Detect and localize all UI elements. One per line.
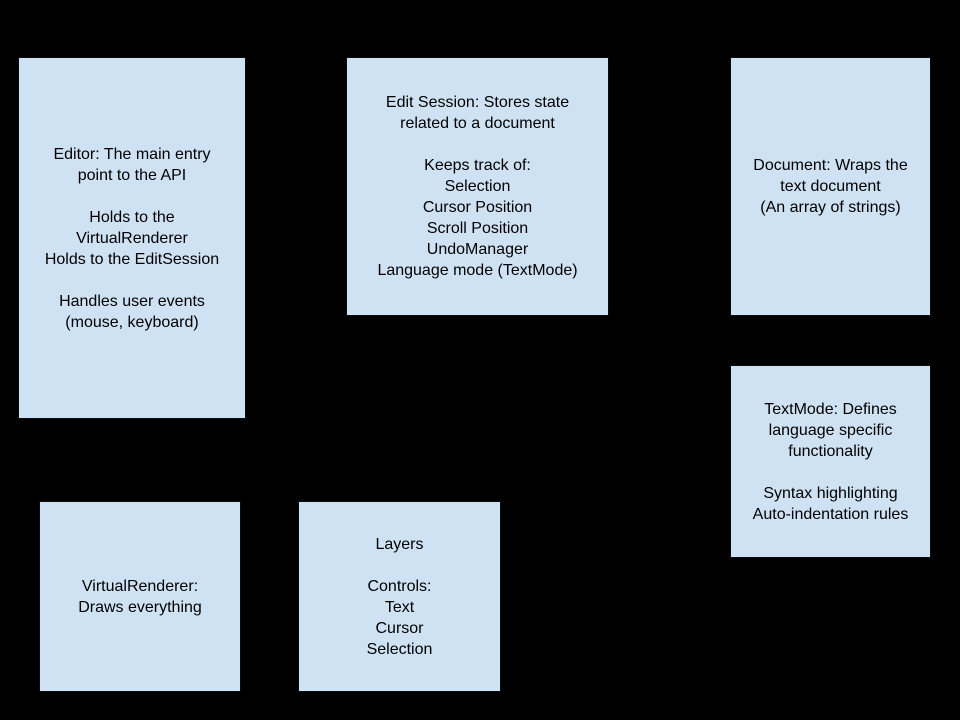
layers-node: Layers Controls: Text Cursor Selection: [298, 501, 501, 692]
document-node: Document: Wraps the text document (An ar…: [730, 57, 931, 316]
edit-session-node: Edit Session: Stores state related to a …: [346, 57, 609, 316]
edit-session-node-text: Edit Session: Stores state related to a …: [377, 94, 578, 279]
virtual-renderer-node-text: VirtualRenderer: Draws everything: [78, 577, 202, 616]
editor-node-text: Editor: The main entry point to the API …: [44, 145, 220, 331]
editor-node: Editor: The main entry point to the API …: [18, 57, 246, 419]
textmode-node: TextMode: Defines language specific func…: [730, 365, 931, 558]
textmode-node-text: TextMode: Defines language specific func…: [752, 400, 909, 523]
layers-node-text: Layers Controls: Text Cursor Selection: [366, 535, 433, 658]
document-node-text: Document: Wraps the text document (An ar…: [753, 157, 908, 216]
virtual-renderer-node: VirtualRenderer: Draws everything: [39, 501, 241, 692]
